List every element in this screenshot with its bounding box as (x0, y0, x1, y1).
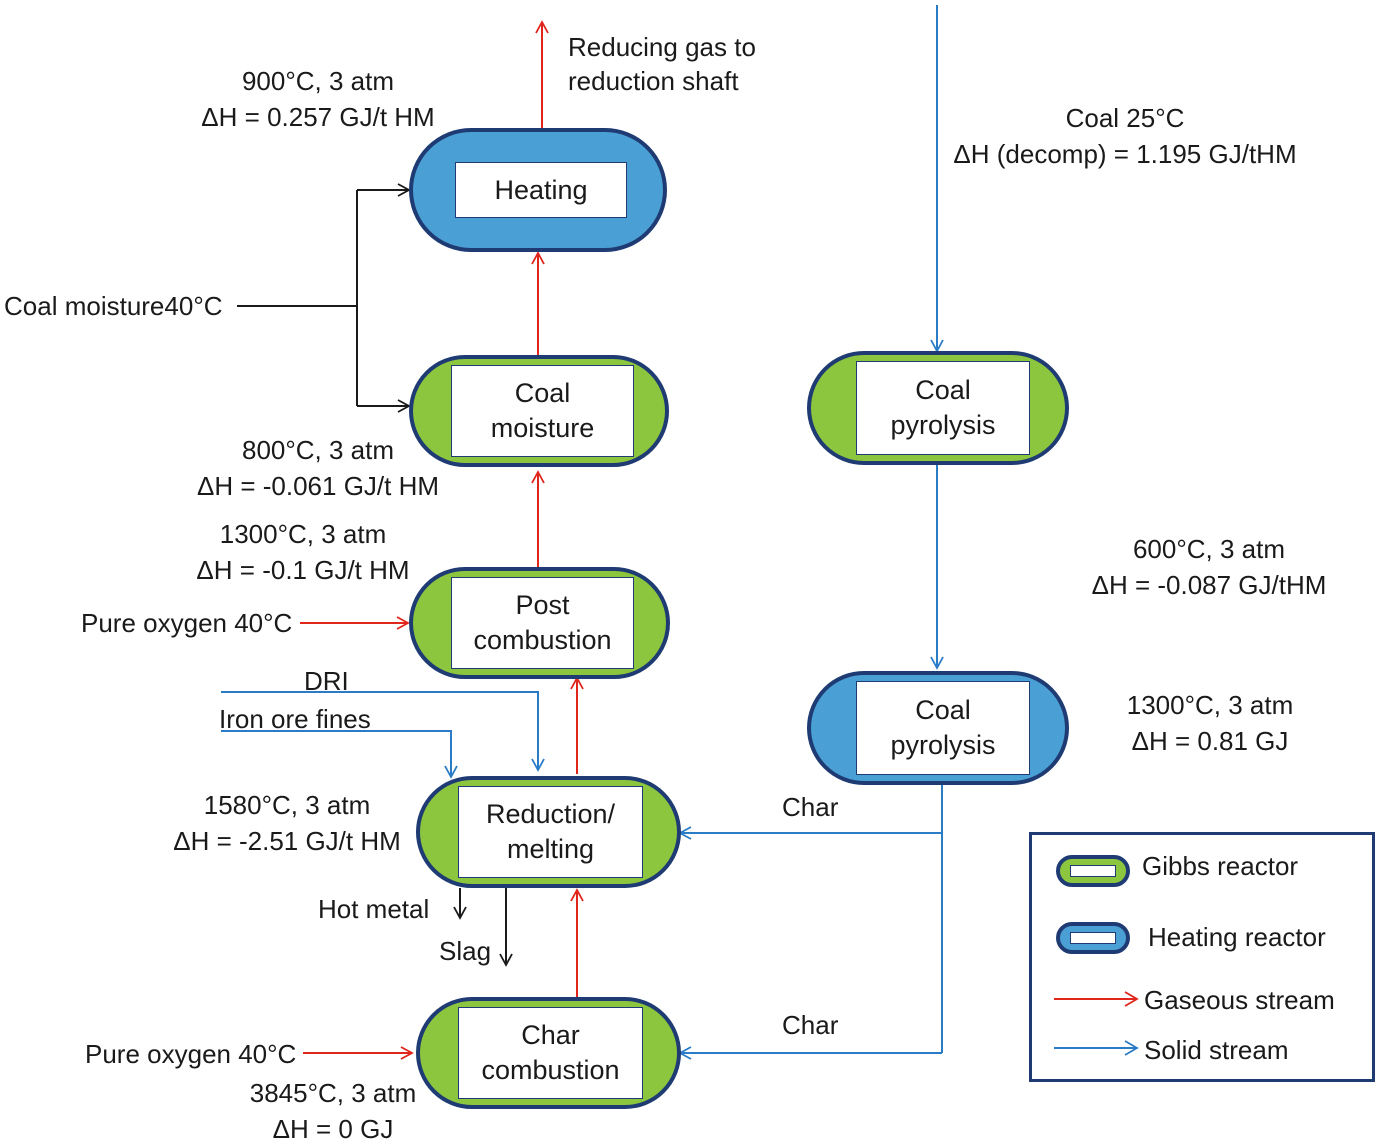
coal-moisture-reactor: Coal moisture (409, 355, 669, 467)
char-combustion-reactor-label-2: combustion (481, 1055, 620, 1085)
reduction-melting-reactor: Reduction/ melting (416, 776, 681, 888)
coal-pyrolysis-2-label-1: Coal (915, 695, 971, 725)
heating-reactor: Heating (409, 128, 667, 252)
oxygen-feed-2-label: Pure oxygen 40°C (85, 1039, 297, 1069)
reducing-gas-label: Reducing gas to reduction shaft (568, 32, 756, 96)
coal-moisture-reactor-label-2: moisture (490, 413, 595, 443)
legend-gas-arrow (1054, 991, 1139, 1007)
legend-heating-swatch (1056, 922, 1130, 954)
coal-moisture-reactor-label-1: Coal (514, 378, 571, 408)
legend-gibbs-label: Gibbs reactor (1142, 851, 1299, 881)
heating-conditions: 900°C, 3 atm ΔH = 0.257 GJ/t HM (201, 66, 435, 132)
dri-label: DRI (304, 666, 349, 696)
legend-gas-label: Gaseous stream (1144, 985, 1335, 1015)
dri-arrow (221, 691, 545, 772)
pyrolysis-1-conditions: 600°C, 3 atm ΔH = -0.087 GJ/tHM (1091, 534, 1327, 600)
char-stream-1-label: Char (782, 792, 839, 822)
hot-metal-label: Hot metal (318, 894, 430, 924)
coal-feed-conditions: Coal 25°C ΔH (decomp) = 1.195 GJ/tHM (953, 103, 1297, 169)
coal-pyrolysis-reactor-1: Coal pyrolysis (807, 351, 1069, 465)
pyrolysis-2-conditions: 1300°C, 3 atm ΔH = 0.81 GJ (1126, 690, 1294, 756)
post-combustion-reactor-label-2: combustion (473, 625, 612, 655)
post-combustion-reactor: Post combustion (409, 567, 670, 679)
oxygen-feed-1-label: Pure oxygen 40°C (81, 608, 293, 638)
post-combustion-reactor-label-1: Post (515, 590, 570, 620)
char-stream-2-label: Char (782, 1010, 839, 1040)
coal-pyrolysis-2-label-2: pyrolysis (890, 730, 996, 760)
iron-ore-arrow (221, 730, 458, 779)
iron-ore-label: Iron ore fines (219, 704, 371, 734)
reduction-conditions: 1580°C, 3 atm ΔH = -2.51 GJ/t HM (173, 790, 401, 856)
reduction-melting-reactor-label-1: Reduction/ (485, 799, 616, 829)
legend: Gibbs reactor Heating reactor Gaseous st… (1029, 832, 1375, 1082)
slag-label: Slag (439, 936, 492, 966)
coal-pyrolysis-reactor-2: Coal pyrolysis (807, 671, 1069, 785)
char-combustion-conditions: 3845°C, 3 atm ΔH = 0 GJ (249, 1078, 417, 1144)
char-combustion-reactor-label-1: Char (521, 1020, 580, 1050)
post-combustion-conditions: 1300°C, 3 atm ΔH = -0.1 GJ/t HM (196, 519, 410, 585)
char-combustion-reactor: Char combustion (416, 997, 681, 1109)
coal-pyrolysis-1-label-1: Coal (915, 375, 971, 405)
reduction-melting-reactor-label-2: melting (506, 834, 595, 864)
moisture-conditions: 800°C, 3 atm ΔH = -0.061 GJ/t HM (196, 435, 440, 501)
heating-reactor-label-1: Heating (494, 174, 588, 205)
legend-solid-label: Solid stream (1144, 1035, 1289, 1065)
legend-solid-arrow (1054, 1040, 1139, 1056)
legend-gibbs-swatch (1056, 855, 1130, 887)
coal-moisture-feed-label: Coal moisture40°C (4, 291, 223, 321)
coal-pyrolysis-1-label-2: pyrolysis (890, 410, 996, 440)
legend-heating-label: Heating reactor (1148, 922, 1326, 952)
